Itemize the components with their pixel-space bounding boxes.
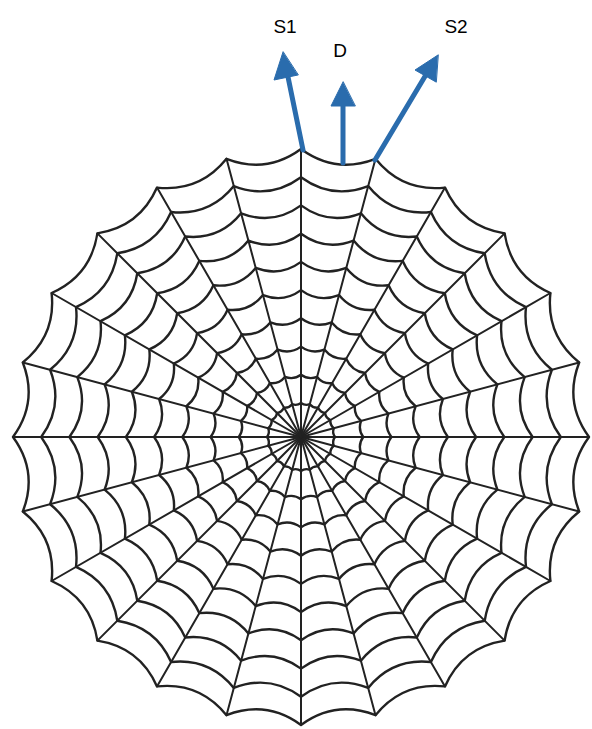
web-spoke (301, 436, 589, 438)
signal-label: D (333, 41, 347, 62)
signal-label: S2 (444, 17, 467, 38)
web (13, 149, 589, 725)
web-ring (98, 234, 505, 641)
arrow-shaft (287, 72, 303, 150)
arrow-shaft (375, 73, 427, 160)
web-spoke (227, 437, 302, 715)
arrow-head (274, 52, 298, 80)
web-spoke (301, 363, 579, 438)
web-spoke (13, 436, 301, 438)
web-ring (211, 347, 392, 528)
web-ring (126, 262, 476, 612)
web-spoke (300, 437, 302, 725)
web-spoke (227, 159, 302, 437)
web-ring (13, 149, 589, 725)
signal-label: S1 (273, 17, 296, 38)
web-ring (267, 403, 335, 471)
web-ring (41, 177, 561, 697)
web-spoke (300, 149, 302, 437)
web-ring (154, 290, 448, 584)
web-spoke (23, 363, 301, 438)
web-spoke (301, 437, 579, 512)
web-ring (182, 318, 419, 555)
web-spoke (23, 437, 301, 512)
web-ring (239, 375, 363, 499)
web-ring (69, 205, 532, 668)
arrows (274, 52, 438, 163)
arrow-head (331, 82, 355, 106)
web-spoke (301, 437, 376, 715)
arrow-shaft (341, 102, 346, 163)
arrow-head (415, 55, 438, 82)
web-spoke (301, 159, 376, 437)
